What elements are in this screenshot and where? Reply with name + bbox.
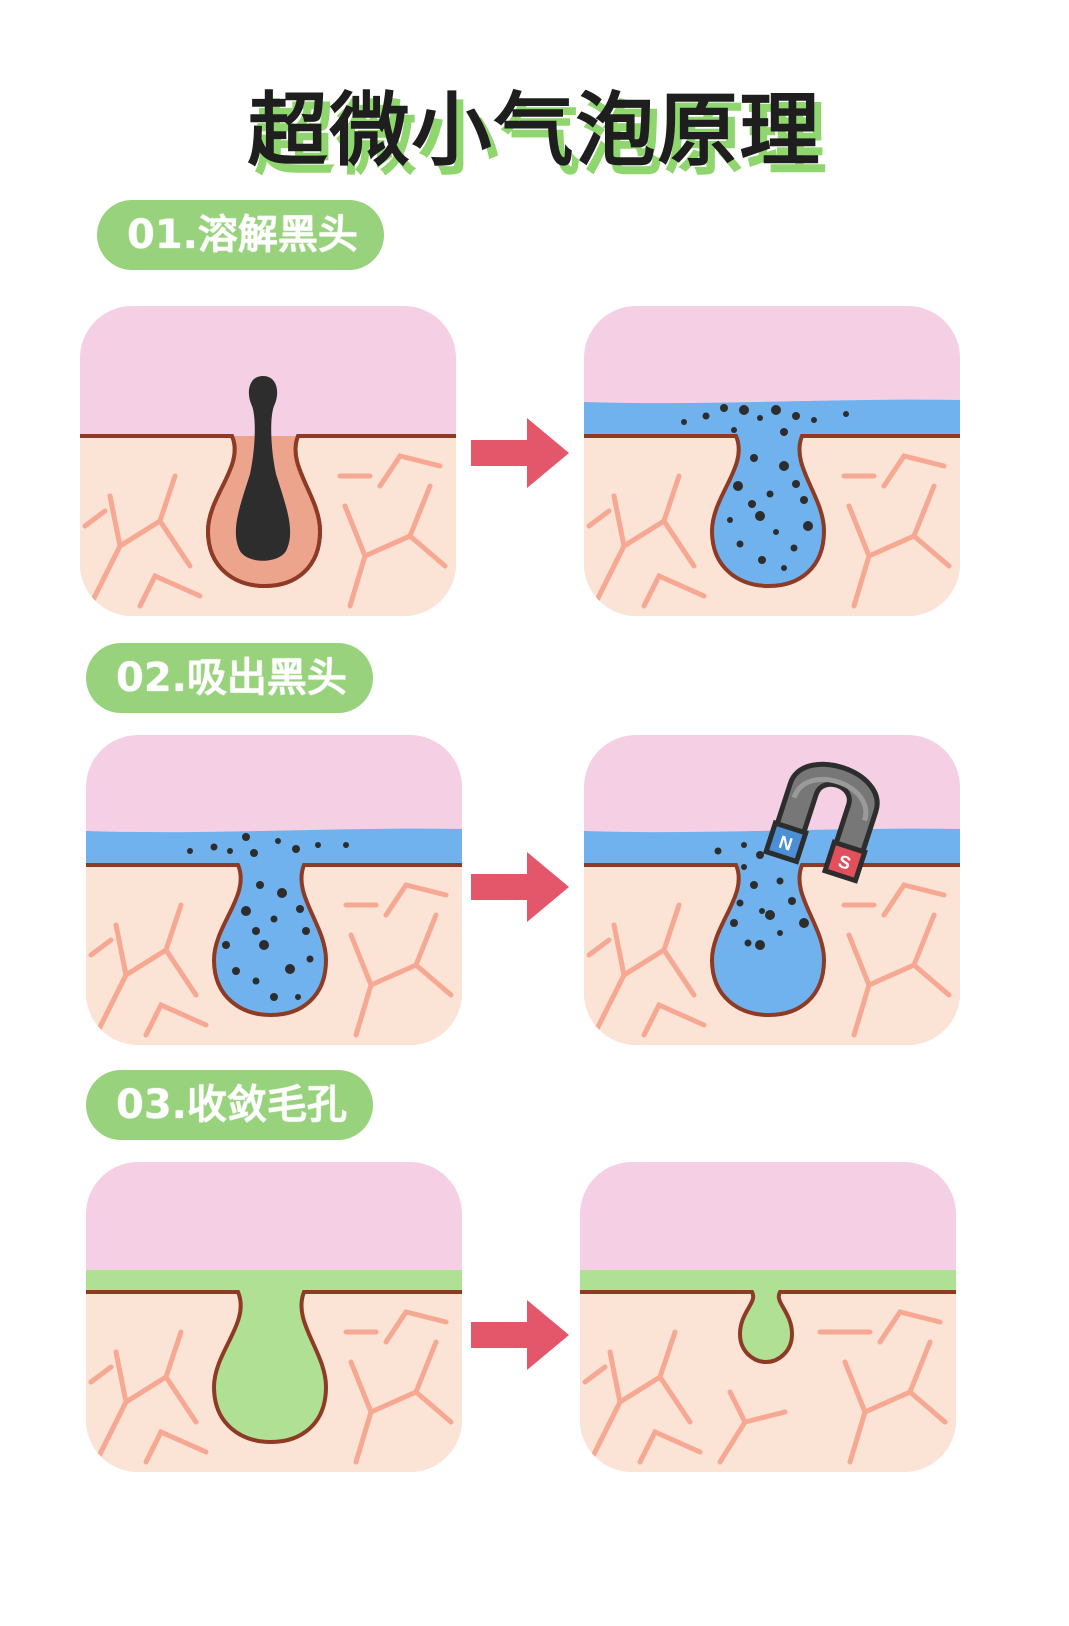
page-title: 超微小气泡原理	[247, 84, 822, 177]
panel-pore-tightened	[580, 1162, 956, 1472]
step-2-label: 02.吸出黑头	[86, 643, 373, 713]
step-3-label: 03.收敛毛孔	[86, 1070, 373, 1140]
magnet-icon: N S	[762, 761, 880, 884]
panel-blackhead-lifted	[86, 735, 462, 1045]
panel-pore-with-blackhead	[80, 306, 456, 616]
panel-magnet-extraction: N S	[584, 735, 960, 1045]
panel-toner-applied	[86, 1162, 462, 1472]
right-arrow-icon	[471, 1300, 569, 1370]
panel-dissolving-blackhead	[584, 306, 960, 616]
magnet-south-label: S	[836, 851, 854, 874]
step-1-label: 01.溶解黑头	[97, 200, 384, 270]
right-arrow-icon	[471, 418, 569, 488]
magnet-north-label: N	[776, 832, 795, 855]
right-arrow-icon	[471, 852, 569, 922]
